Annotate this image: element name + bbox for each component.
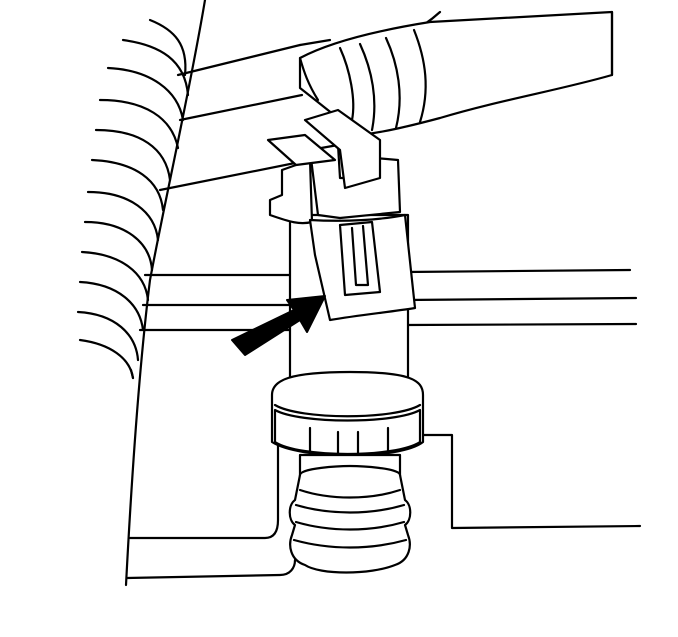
wire-bundle-hatching xyxy=(76,18,190,380)
sensor-hex-nut xyxy=(270,370,425,464)
sensor-threaded-end xyxy=(288,464,412,574)
callout-arrow xyxy=(231,295,326,356)
electrical-connector xyxy=(266,108,417,322)
right-lines xyxy=(403,268,638,327)
large-hose xyxy=(298,10,614,137)
connector-lock-tab xyxy=(338,220,382,297)
lower-right-bracket xyxy=(418,433,642,530)
lower-bracket-lines xyxy=(125,438,297,580)
